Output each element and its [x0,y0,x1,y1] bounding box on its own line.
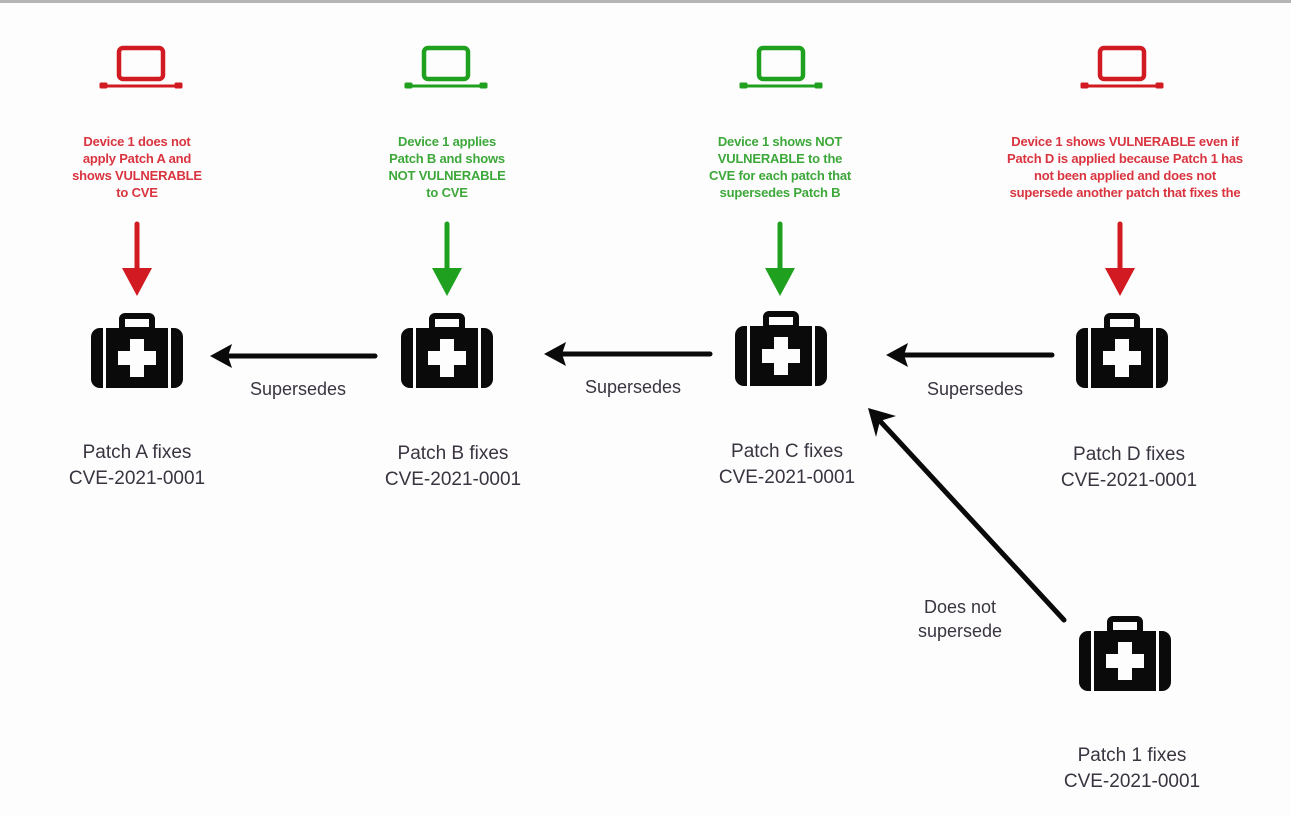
device-caption: Device 1 applies Patch B and shows NOT V… [362,133,532,201]
edge-label-does-not-supersede: Does not supersede [895,595,1025,643]
patch-cve: CVE-2021-0001 [718,467,856,488]
patch-label: Patch C fixes CVE-2021-0001 [687,439,887,491]
caption-line: Device 1 shows NOT [717,134,843,149]
patch-name: Patch C fixes [731,441,843,462]
does-not-supersede-arrow [868,408,1067,623]
caption-line: to CVE [116,185,158,200]
device-caption: Device 1 shows VULNERABLE even if Patch … [960,133,1290,201]
caption-line: apply Patch A and [82,151,192,166]
edge-label-supersedes: Supersedes [926,379,1024,399]
patch-cve: CVE-2021-0001 [1060,470,1198,491]
edge-label-supersedes: Supersedes [584,377,682,397]
patch-cve: CVE-2021-0001 [68,468,206,489]
down-arrow-icon [765,221,795,296]
patch-label: Patch 1 fixes CVE-2021-0001 [1032,743,1232,795]
caption-line: Patch D is applied because Patch 1 has [1007,151,1243,166]
caption-line: Device 1 applies [398,134,496,149]
down-arrow-icon [122,221,152,296]
laptop-icon [405,48,487,88]
patch-name: Patch B fixes [397,443,509,464]
caption-line: Patch B and shows [389,151,505,166]
medical-kit-icon [1079,619,1171,691]
device-caption: Device 1 does not apply Patch A and show… [52,133,222,201]
supersedes-arrow [210,344,378,368]
caption-line: Device 1 shows VULNERABLE even if [1011,134,1239,149]
caption-line: supersedes Patch B [719,185,841,200]
caption-line: CVE for each patch that [708,168,852,183]
caption-line: shows VULNERABLE [72,168,202,183]
top-border [0,0,1291,3]
caption-line: supersede another patch that fixes the [1009,185,1241,200]
caption-line: Device 1 does not [83,134,191,149]
edge-label-line: Does not [923,597,997,617]
supersedes-arrow [544,342,713,366]
medical-kit-icon [401,316,493,388]
patch-cve: CVE-2021-0001 [1063,771,1201,792]
down-arrow-icon [432,221,462,296]
device-caption: Device 1 shows NOT VULNERABLE to the CVE… [685,133,875,201]
medical-kit-icon [1076,316,1168,388]
edge-label-supersedes: Supersedes [249,379,347,399]
medical-kit-icon [735,314,827,386]
laptop-icon [740,48,822,88]
patch-name: Patch A fixes [82,442,192,463]
patch-cve: CVE-2021-0001 [384,469,522,490]
down-arrow-icon [1105,221,1135,296]
laptop-icon [1081,48,1163,88]
laptop-icon [100,48,182,88]
caption-line: VULNERABLE to the [717,151,843,166]
patch-name: Patch 1 fixes [1077,745,1187,766]
caption-line: not been applied and does not [1034,168,1216,183]
caption-line: to CVE [426,185,468,200]
caption-line: NOT VULNERABLE [388,168,506,183]
medical-kit-icon [91,316,183,388]
patch-label: Patch B fixes CVE-2021-0001 [353,441,553,493]
patch-name: Patch D fixes [1073,444,1185,465]
patch-label: Patch A fixes CVE-2021-0001 [37,440,237,492]
supersedes-arrow [886,343,1055,367]
patch-label: Patch D fixes CVE-2021-0001 [1029,442,1229,494]
edge-label-line: supersede [917,621,1003,641]
